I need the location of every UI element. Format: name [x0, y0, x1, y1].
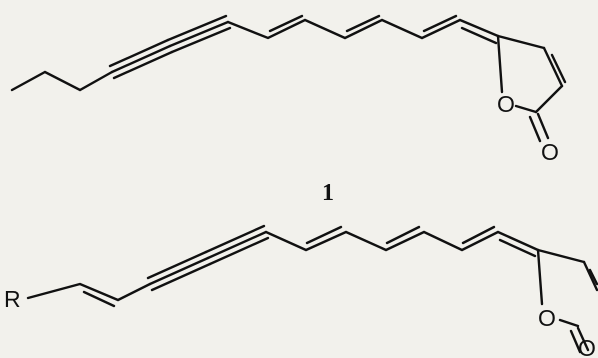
- top-polyene-chain: [226, 18, 500, 40]
- top-double-bond-3: [422, 14, 458, 33]
- top-triple-bond-2: [166, 14, 232, 54]
- bottom-structure: R O: [4, 224, 598, 358]
- bottom-carbonyl-oxygen-label: O: [578, 335, 596, 358]
- bottom-triple-bond-1: [146, 250, 212, 292]
- top-triple-bond-1: [108, 38, 174, 80]
- top-carbonyl-oxygen-label: O: [541, 139, 559, 165]
- top-structure: O O: [10, 14, 567, 165]
- bottom-vinyl-chain: [26, 282, 152, 302]
- top-exocyclic-double-bond: [460, 26, 498, 45]
- bottom-vinyl-double-bond: [82, 290, 116, 308]
- bottom-ring-oxygen-label: O: [538, 305, 556, 331]
- top-double-bond-1: [268, 14, 304, 33]
- top-double-bond-2: [345, 14, 381, 33]
- bottom-polyene-chain: [264, 230, 540, 252]
- top-alkyl-chain: [10, 70, 114, 92]
- bottom-furanone-ring: [536, 248, 598, 354]
- top-furanone-ring: [496, 34, 567, 143]
- bottom-exocyclic-double-bond: [498, 238, 537, 258]
- bottom-double-bond-2: [385, 225, 421, 245]
- top-ring-oxygen-label: O: [497, 91, 515, 117]
- bottom-triple-bond-2: [204, 224, 270, 266]
- bottom-double-bond-3: [461, 225, 496, 245]
- compound-number-label: 1: [322, 180, 334, 206]
- substituent-r-label: R: [4, 286, 21, 312]
- bottom-double-bond-1: [305, 225, 343, 245]
